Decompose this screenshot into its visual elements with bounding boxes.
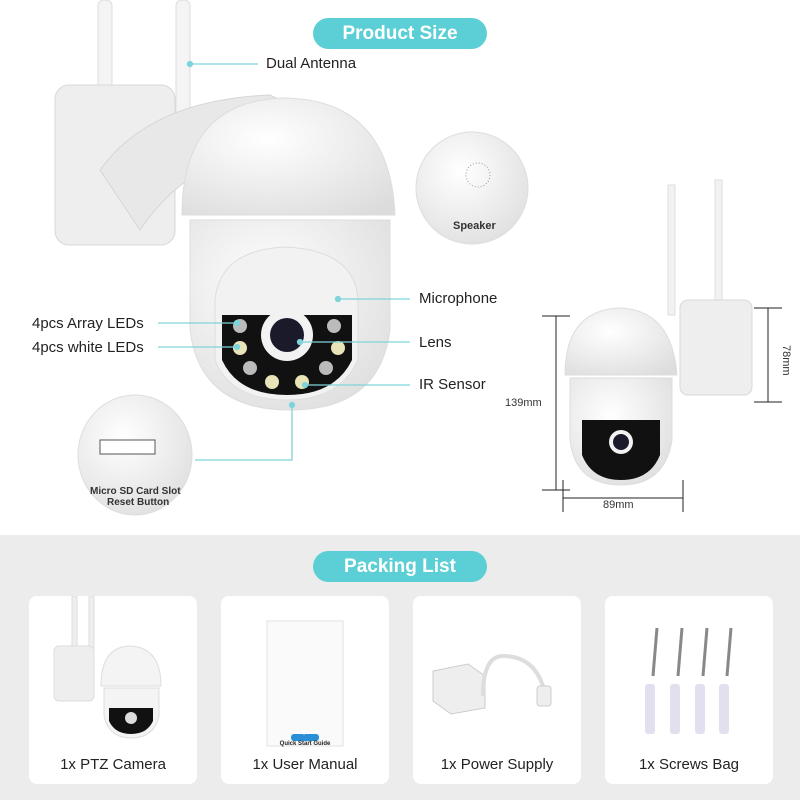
manual-cover-title: Quick Start Guide bbox=[279, 741, 331, 747]
dimension-height-mount: 78mm bbox=[780, 345, 792, 376]
packing-item-label: 1x PTZ Camera bbox=[60, 756, 166, 773]
dimension-height-total: 139mm bbox=[505, 397, 542, 409]
camera-illustration bbox=[54, 0, 782, 516]
sd-slot-inset bbox=[77, 394, 193, 516]
callout-white-leds: 4pcs white LEDs bbox=[32, 339, 144, 356]
power-adapter-icon bbox=[432, 653, 552, 715]
speaker-inset bbox=[415, 131, 529, 245]
callout-ir-sensor: IR Sensor bbox=[419, 376, 486, 393]
product-size-heading: Product Size bbox=[313, 18, 487, 49]
manual-cover-model: Q1 bbox=[301, 730, 309, 736]
packing-item-screws: 1x Screws Bag bbox=[605, 596, 773, 784]
packing-item-label: 1x Screws Bag bbox=[638, 756, 740, 773]
manual-icon bbox=[266, 620, 344, 747]
callout-dual-antenna: Dual Antenna bbox=[266, 55, 357, 72]
packing-item-camera: 1x PTZ Camera bbox=[29, 596, 197, 784]
lens bbox=[270, 318, 304, 352]
packing-item-manual: Quick Start Guide Q1 1x User Manual bbox=[221, 596, 389, 784]
packing-item-label: 1x User Manual bbox=[252, 756, 358, 773]
callout-microphone: Microphone bbox=[419, 290, 498, 307]
packing-list-heading: Packing List bbox=[313, 551, 487, 582]
packing-item-power-supply: 1x Power Supply bbox=[413, 596, 581, 784]
camera-icon bbox=[53, 596, 162, 739]
callout-lens: Lens bbox=[419, 334, 452, 351]
callout-sd-slot: Micro SD Card Slot bbox=[90, 486, 181, 497]
packing-item-label: 1x Power Supply bbox=[440, 756, 554, 773]
camera-dome bbox=[181, 97, 396, 216]
callout-reset-button: Reset Button bbox=[107, 497, 170, 508]
dimension-width: 89mm bbox=[603, 499, 634, 511]
callout-array-leds: 4pcs Array LEDs bbox=[32, 315, 144, 332]
screws-icon bbox=[645, 627, 733, 734]
callout-speaker: Speaker bbox=[453, 220, 496, 232]
